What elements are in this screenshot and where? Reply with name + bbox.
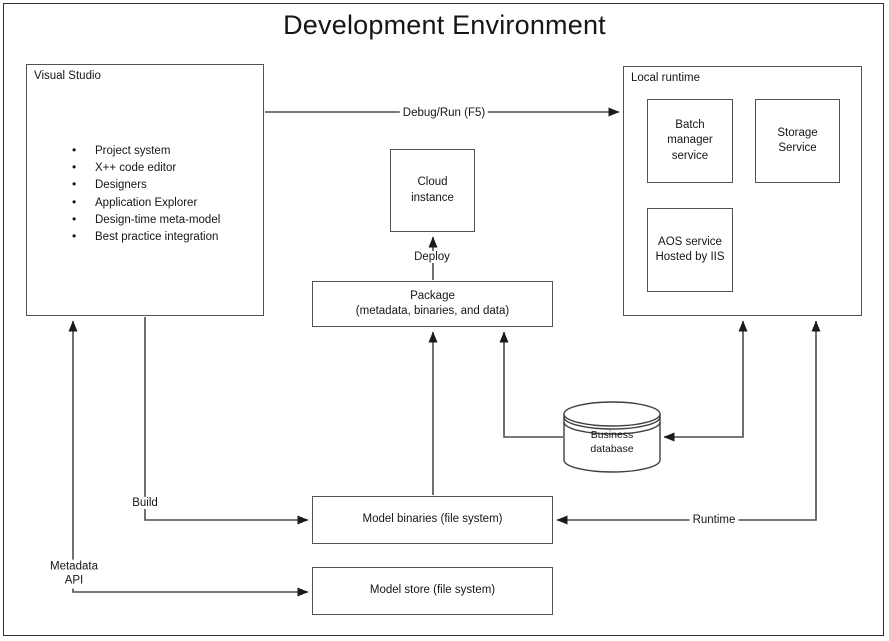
- model-store-label: Model store (file system): [369, 584, 496, 597]
- visual-studio-label: Visual Studio: [34, 70, 101, 82]
- feature-item: Best practice integration: [72, 228, 220, 245]
- deploy-label: Deploy: [411, 251, 453, 263]
- storage-service-label: Storage Service: [777, 126, 818, 154]
- visual-studio-box: Visual Studio: [26, 64, 264, 316]
- debug-run-label: Debug/Run (F5): [399, 107, 489, 119]
- storage-service-box: Storage Service: [755, 99, 840, 183]
- diagram-title: Development Environment: [283, 10, 606, 40]
- batch-manager-service-label: Batch manager service: [667, 119, 713, 162]
- aos-service-label: AOS service Hosted by IIS: [655, 235, 725, 263]
- outer-frame: [3, 3, 884, 636]
- feature-item: Design-time meta-model: [72, 211, 220, 228]
- feature-item: Designers: [72, 176, 220, 193]
- batch-manager-service-box: Batch manager service: [647, 99, 733, 183]
- cloud-instance-box: Cloud instance: [390, 149, 475, 232]
- feature-item: Project system: [72, 142, 220, 159]
- package-box: Package (metadata, binaries, and data): [312, 281, 553, 327]
- local-runtime-box: Local runtime Batch manager service Stor…: [623, 66, 862, 316]
- runtime-label: Runtime: [689, 514, 739, 526]
- cloud-instance-label: Cloud instance: [411, 176, 454, 204]
- model-binaries-box: Model binaries (file system): [312, 496, 553, 544]
- package-label: Package: [410, 289, 455, 302]
- model-binaries-label: Model binaries (file system): [362, 513, 503, 526]
- build-label: Build: [129, 497, 161, 509]
- feature-item: X++ code editor: [72, 159, 220, 176]
- business-database: Business database: [564, 416, 660, 468]
- model-store-box: Model store (file system): [312, 567, 553, 615]
- feature-item: Application Explorer: [72, 194, 220, 211]
- aos-service-box: AOS service Hosted by IIS: [647, 208, 733, 292]
- local-runtime-label: Local runtime: [631, 72, 701, 84]
- metadata-api-label: Metadata API: [44, 559, 104, 589]
- package-sublabel: (metadata, binaries, and data): [355, 305, 510, 317]
- business-database-label: Business database: [590, 428, 634, 455]
- visual-studio-feature-list: Project system X++ code editor Designers…: [72, 142, 220, 245]
